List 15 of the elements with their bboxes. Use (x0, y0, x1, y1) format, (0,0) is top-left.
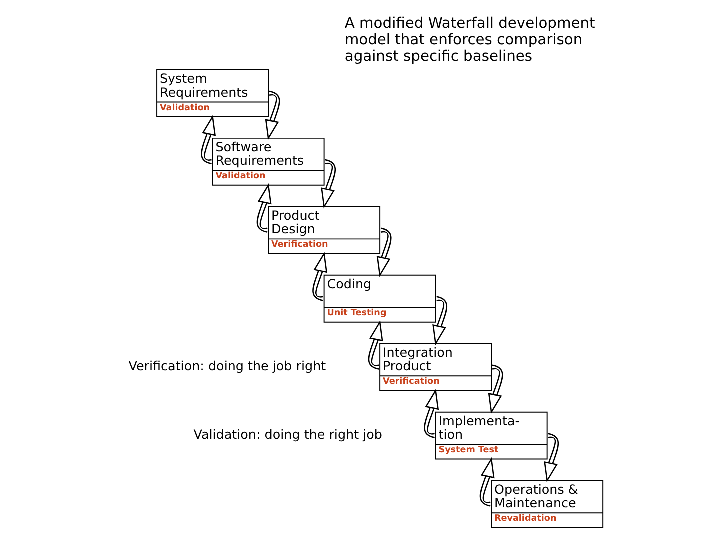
diagram-title: A modified Waterfall development model that enforces comparison against specific baselines (344, 14, 595, 66)
arrow (264, 90, 280, 140)
arrow (544, 433, 559, 483)
arrow (200, 115, 216, 164)
arrow (376, 228, 392, 278)
label: Validation: doing the right job (193, 427, 382, 442)
arrow (320, 159, 336, 209)
arrow (424, 388, 439, 438)
arrow (479, 457, 494, 507)
arrow (432, 296, 448, 346)
arrow (488, 364, 503, 414)
label: Verification: doing the job right (128, 358, 326, 374)
arrow (312, 252, 328, 302)
arrow (256, 184, 272, 233)
arrow (368, 320, 383, 370)
